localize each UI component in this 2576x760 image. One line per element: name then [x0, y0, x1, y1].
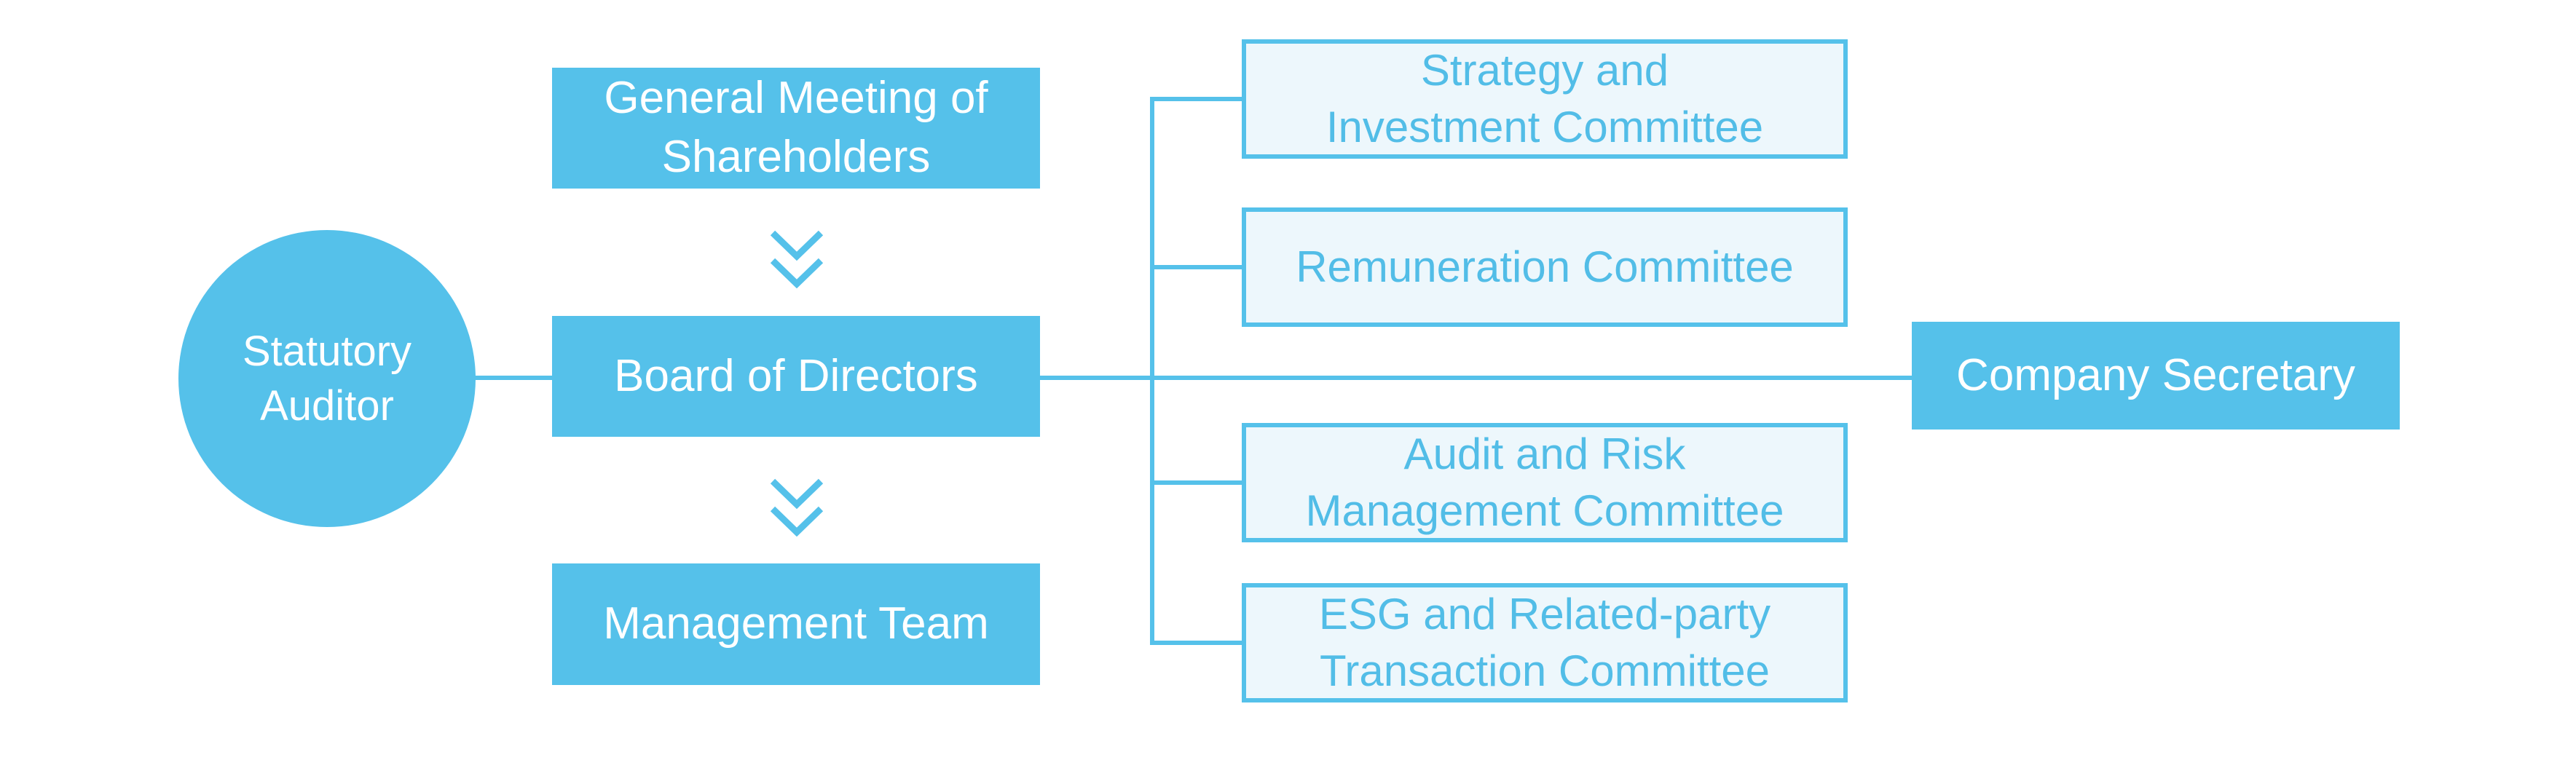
audit-risk-committee-node: Audit and Risk Management Committee: [1242, 423, 1848, 542]
management-team-node: Management Team: [552, 563, 1040, 685]
board-of-directors-node: Board of Directors: [552, 316, 1040, 437]
statutory-auditor-node: Statutory Auditor: [178, 230, 476, 527]
esg-related-party-committee-node: ESG and Related-party Transaction Commit…: [1242, 583, 1848, 702]
company-secretary-node: Company Secretary: [1912, 322, 2400, 430]
connector-branch-remuneration: [1152, 265, 1242, 269]
double-chevron-down-icon: [764, 226, 830, 292]
remuneration-committee-node: Remuneration Committee: [1242, 207, 1848, 327]
connector-committee-trunk: [1150, 97, 1154, 645]
connector-auditor-to-board: [472, 376, 554, 380]
general-meeting-node: General Meeting of Shareholders: [552, 68, 1040, 189]
connector-branch-strategy: [1152, 97, 1242, 101]
connector-board-to-secretary: [1040, 376, 1913, 380]
connector-branch-audit: [1152, 480, 1242, 485]
double-chevron-down-icon: [764, 474, 830, 540]
connector-branch-esg: [1152, 641, 1242, 645]
strategy-investment-committee-node: Strategy and Investment Committee: [1242, 39, 1848, 159]
